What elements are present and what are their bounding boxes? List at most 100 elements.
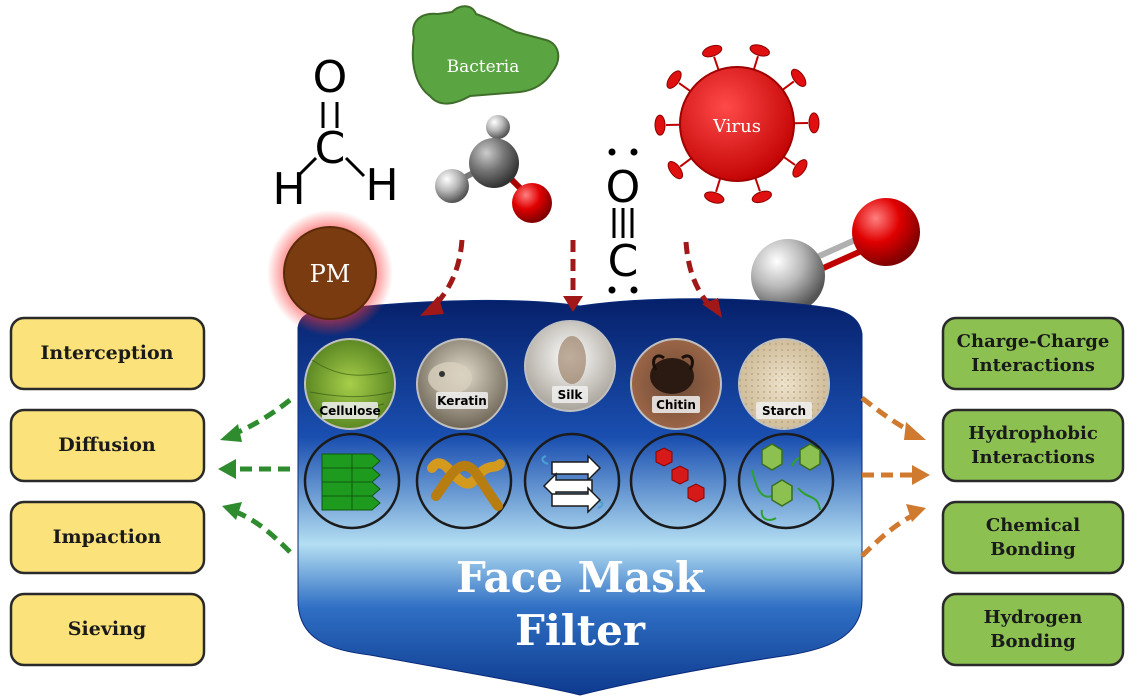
virus-spike-stem <box>782 80 795 91</box>
virus-spike <box>654 114 666 136</box>
mechanism-label: Impaction <box>53 526 162 548</box>
carbon-atom-ball <box>469 138 519 188</box>
ball-stick-molecule <box>435 115 552 223</box>
hydrogen-atom-ball <box>435 169 469 203</box>
chitin-label: Chitin <box>656 398 696 412</box>
virus-spike <box>749 44 770 57</box>
interaction-mechanisms-right: Charge-ChargeInteractionsHydrophobicInte… <box>941 316 1125 667</box>
mechanism-label: Hydrogen <box>984 607 1083 628</box>
mechanism-box-bg <box>941 500 1125 575</box>
arrow-head <box>420 296 444 316</box>
starch-hexagon-icon <box>751 443 821 521</box>
mechanism-label: Chemical <box>986 515 1080 536</box>
mechanism-box-bg <box>9 316 206 391</box>
biopolymer-photos: Cellulose Keratin Silk Chitin Starch <box>304 320 830 430</box>
keratin-label: Keratin <box>437 394 487 408</box>
carbon-atom-ball <box>751 239 825 313</box>
formaldehyde-oxygen: O <box>313 52 348 103</box>
chitin-photo: Chitin <box>630 338 722 430</box>
mechanism-label: Interactions <box>971 355 1095 376</box>
virus-spike <box>704 191 725 204</box>
mechanism-box-bg <box>9 408 206 483</box>
arrow-head <box>222 502 242 520</box>
formaldehyde-hydrogen-left: H <box>272 164 305 215</box>
cellulose-structure-circle <box>303 432 401 530</box>
mechanism-box-bg <box>9 500 206 575</box>
hydrogen-atom-ball <box>486 115 510 139</box>
mechanism-box-left: Interception <box>9 316 206 391</box>
starch-structure-circle <box>737 432 835 530</box>
bacteria-label: Bacteria <box>447 57 520 77</box>
arrow-head <box>220 424 242 442</box>
mechanism-box-left: Impaction <box>9 500 206 575</box>
arrow-head <box>563 296 583 312</box>
mechanism-label: Hydrophobic <box>968 423 1098 444</box>
carbon-monoxide-structure: O C <box>606 148 641 294</box>
single-bond-line <box>296 156 318 178</box>
mechanism-label: Interception <box>41 342 174 364</box>
formaldehyde-structure: O C H H <box>272 52 398 215</box>
chitin-structure-circle <box>629 432 727 530</box>
filter-title-line1: Face Mask <box>456 553 705 602</box>
arrow-head <box>904 422 926 440</box>
formaldehyde-carbon: C <box>315 123 346 174</box>
silk-photo: Silk <box>524 320 616 412</box>
orange-arrow <box>860 513 914 558</box>
cellulose-photo: Cellulose <box>304 338 396 430</box>
arrow-head <box>906 504 926 522</box>
virus-spike-stem <box>713 56 720 71</box>
virus-spike-stem <box>783 156 796 166</box>
mechanism-box-left: Sieving <box>9 592 206 667</box>
virus-spike <box>751 190 772 204</box>
filter-title-line2: Filter <box>515 606 646 655</box>
virus-spike-stem <box>678 82 691 92</box>
oxygen-atom-ball <box>852 198 920 266</box>
arrow-head <box>912 465 930 485</box>
mechanism-label: Bonding <box>990 631 1076 652</box>
virus-spike-stem <box>754 177 761 192</box>
mechanism-label: Sieving <box>68 618 146 640</box>
mechanism-box-bg <box>941 408 1125 483</box>
pm-particle: PM <box>267 210 393 336</box>
starch-photo: Starch <box>738 338 830 430</box>
mechanism-box-bg <box>941 316 1125 391</box>
orange-arrow <box>860 396 914 435</box>
chitin-hexagon-icon <box>655 447 705 503</box>
virus-spike <box>667 161 684 180</box>
keratin-photo: Keratin <box>416 338 508 430</box>
virus-label: Virus <box>712 116 761 137</box>
right-arrows <box>860 396 914 558</box>
pm-label: PM <box>310 260 351 288</box>
silk-structure-circle <box>523 432 621 530</box>
formaldehyde-hydrogen-right: H <box>365 160 398 211</box>
mechanism-label: Diffusion <box>58 434 156 456</box>
oxygen-atom-ball <box>512 183 552 223</box>
starch-label: Starch <box>762 404 806 418</box>
virus-spike <box>666 70 682 89</box>
keratin-helix-icon <box>427 458 505 511</box>
red-arrow <box>432 239 465 308</box>
co-oxygen: O <box>606 162 641 213</box>
mechanism-label: Bonding <box>990 539 1076 560</box>
cellulose-label: Cellulose <box>319 404 380 418</box>
single-bond-line <box>344 156 366 178</box>
virus-spike <box>702 44 723 58</box>
co-ball-molecule <box>751 198 920 313</box>
mechanism-box-left: Diffusion <box>9 408 206 483</box>
virus-spike <box>792 159 808 178</box>
green-arrow <box>232 398 292 437</box>
virus-spike-stem <box>679 157 692 168</box>
red-arrow <box>683 241 712 308</box>
mechanism-box-bg <box>941 592 1125 667</box>
virus-particle: Virus <box>654 44 820 204</box>
bacteria-blob: Bacteria <box>411 5 560 105</box>
structure-circles <box>303 432 835 530</box>
mechanism-label: Interactions <box>971 447 1095 468</box>
virus-spike <box>808 112 820 134</box>
